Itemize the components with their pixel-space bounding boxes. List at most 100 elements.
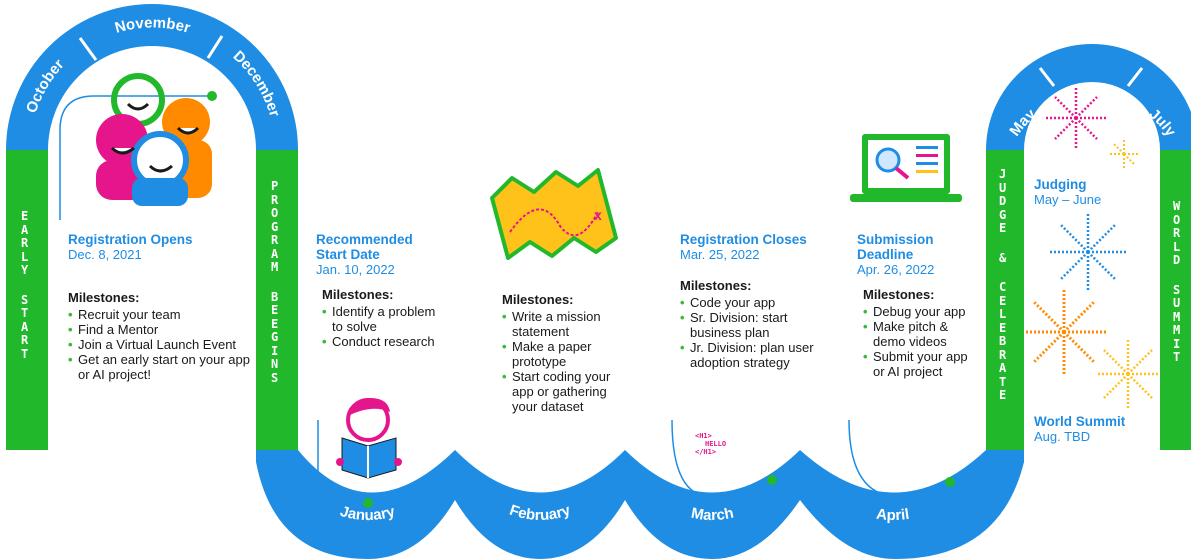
banner-letter: R bbox=[271, 192, 279, 207]
map-illustration: x bbox=[490, 168, 618, 260]
banner-letter: R bbox=[1173, 226, 1181, 240]
milestone-list: Identify a problem to solve Conduct rese… bbox=[316, 304, 441, 349]
laptop-illustration bbox=[850, 134, 962, 202]
banner-letter: M bbox=[1173, 323, 1181, 337]
svg-text:x: x bbox=[594, 207, 602, 223]
month-february: February bbox=[507, 501, 573, 524]
milestones-label: Milestones: bbox=[502, 292, 574, 307]
stage-title: Submission Deadline bbox=[857, 232, 934, 262]
stage-registration-closes: Registration Closes Mar. 25, 2022 Milest… bbox=[680, 232, 830, 370]
banner-letter: O bbox=[271, 206, 279, 220]
milestone-item: Jr. Division: plan user adoption strateg… bbox=[680, 340, 830, 370]
connector-line bbox=[59, 95, 212, 220]
code-line: HELLO bbox=[705, 440, 727, 448]
banner-letter: A bbox=[271, 246, 279, 261]
banner-letter: G bbox=[271, 219, 279, 234]
month-november: November bbox=[113, 14, 192, 36]
connector-line bbox=[848, 419, 951, 498]
connector-line bbox=[671, 419, 773, 498]
code-line: <H1> bbox=[695, 432, 712, 440]
month-march: March bbox=[690, 505, 735, 525]
banner-letter: T bbox=[999, 374, 1007, 389]
milestone-list: Code your app Sr. Division: start busine… bbox=[680, 295, 830, 370]
arch-divider bbox=[78, 37, 98, 61]
month-april: April bbox=[875, 506, 910, 525]
banner-letter: U bbox=[1173, 296, 1181, 310]
connector-line bbox=[317, 420, 368, 504]
arch-divider bbox=[1126, 67, 1144, 87]
world-summit-banner bbox=[1160, 150, 1191, 450]
summit-block: World Summit Aug. TBD bbox=[1034, 414, 1154, 444]
banner-letter: W bbox=[1173, 199, 1181, 213]
milestone-item: Recruit your team bbox=[68, 307, 252, 322]
left-arch-band bbox=[6, 4, 298, 150]
stage-date: Dec. 8, 2021 bbox=[68, 247, 142, 262]
connector-dot bbox=[207, 91, 217, 101]
banner-letter: D bbox=[1173, 253, 1181, 267]
banner-letter: O bbox=[1173, 212, 1181, 227]
banner-letter: L bbox=[999, 307, 1007, 321]
banner-letter: N bbox=[271, 357, 279, 371]
banner-letter: E bbox=[999, 221, 1007, 235]
milestones-label: Milestones: bbox=[322, 287, 394, 302]
milestones-label: Milestones: bbox=[680, 278, 752, 293]
banner-letter: B bbox=[999, 334, 1007, 348]
milestone-list: Debug your app Make pitch & demo videos … bbox=[857, 304, 975, 379]
banner-letter: B bbox=[271, 289, 279, 304]
banner-letter: A bbox=[21, 222, 29, 237]
reading-kid-illustration bbox=[336, 398, 402, 479]
banner-letter: R bbox=[21, 236, 29, 250]
banner-letter: T bbox=[1173, 350, 1181, 364]
stage-title: Registration Closes bbox=[680, 232, 807, 247]
stage-title: Registration Opens bbox=[68, 232, 193, 247]
milestone-item: Sr. Division: start business plan bbox=[680, 310, 830, 340]
milestone-item: Submit your app or AI project bbox=[863, 349, 975, 379]
bottom-wave-band bbox=[256, 450, 1024, 559]
firework-pink bbox=[1046, 88, 1106, 148]
banner-letter: A bbox=[21, 319, 29, 334]
stage-date: Mar. 25, 2022 bbox=[680, 247, 760, 262]
banner-letter: C bbox=[999, 280, 1007, 294]
banner-letter: Y bbox=[21, 263, 29, 277]
stage-recommended-start: Recommended Start Date Jan. 10, 2022 Mil… bbox=[316, 232, 441, 349]
banner-letter: J bbox=[999, 167, 1007, 181]
banner-letter: G bbox=[271, 330, 279, 344]
month-january: January bbox=[338, 503, 397, 524]
milestones-label: Milestones: bbox=[68, 290, 140, 305]
milestones-label: Milestones: bbox=[863, 287, 935, 302]
firework-yellow-small bbox=[1108, 138, 1140, 170]
stage-date: Apr. 26, 2022 bbox=[857, 262, 935, 277]
stage-february: Milestones: Write a mission statement Ma… bbox=[502, 292, 627, 414]
program-begins-banner bbox=[256, 150, 298, 450]
firework-yellow bbox=[1096, 340, 1158, 408]
milestone-item: Debug your app bbox=[863, 304, 975, 319]
banner-letter: S bbox=[21, 292, 29, 307]
milestone-item: Make pitch & demo videos bbox=[863, 319, 975, 349]
judging-block: Judging May – June bbox=[1034, 177, 1144, 207]
banner-letter: E bbox=[999, 320, 1007, 335]
banner-letter: G bbox=[999, 207, 1007, 222]
milestone-item: Identify a problem to solve bbox=[322, 304, 441, 334]
connector-dot bbox=[363, 498, 373, 508]
early-start-banner bbox=[6, 150, 48, 450]
banner-letter: E bbox=[999, 388, 1007, 402]
judging-date: May – June bbox=[1034, 192, 1102, 207]
code-line: </H1> bbox=[695, 448, 717, 456]
milestone-item: Write a mission statement bbox=[502, 309, 627, 339]
connector-dot bbox=[945, 477, 955, 487]
banner-letter: P bbox=[271, 179, 279, 193]
banner-letter: A bbox=[999, 361, 1007, 375]
milestone-item: Find a Mentor bbox=[68, 322, 252, 337]
month-june: June bbox=[1073, 83, 1112, 102]
banner-letter: U bbox=[999, 180, 1007, 195]
code-snippet: <H1> HELLO </H1> bbox=[695, 432, 726, 456]
judging-title: Judging bbox=[1034, 177, 1087, 192]
banner-letter: R bbox=[999, 347, 1007, 362]
milestone-item: Get an early start on your app or AI pro… bbox=[68, 352, 252, 382]
banner-letter: E bbox=[21, 209, 29, 223]
banner-letter: I bbox=[271, 343, 279, 358]
banner-letter: I bbox=[1173, 336, 1181, 351]
